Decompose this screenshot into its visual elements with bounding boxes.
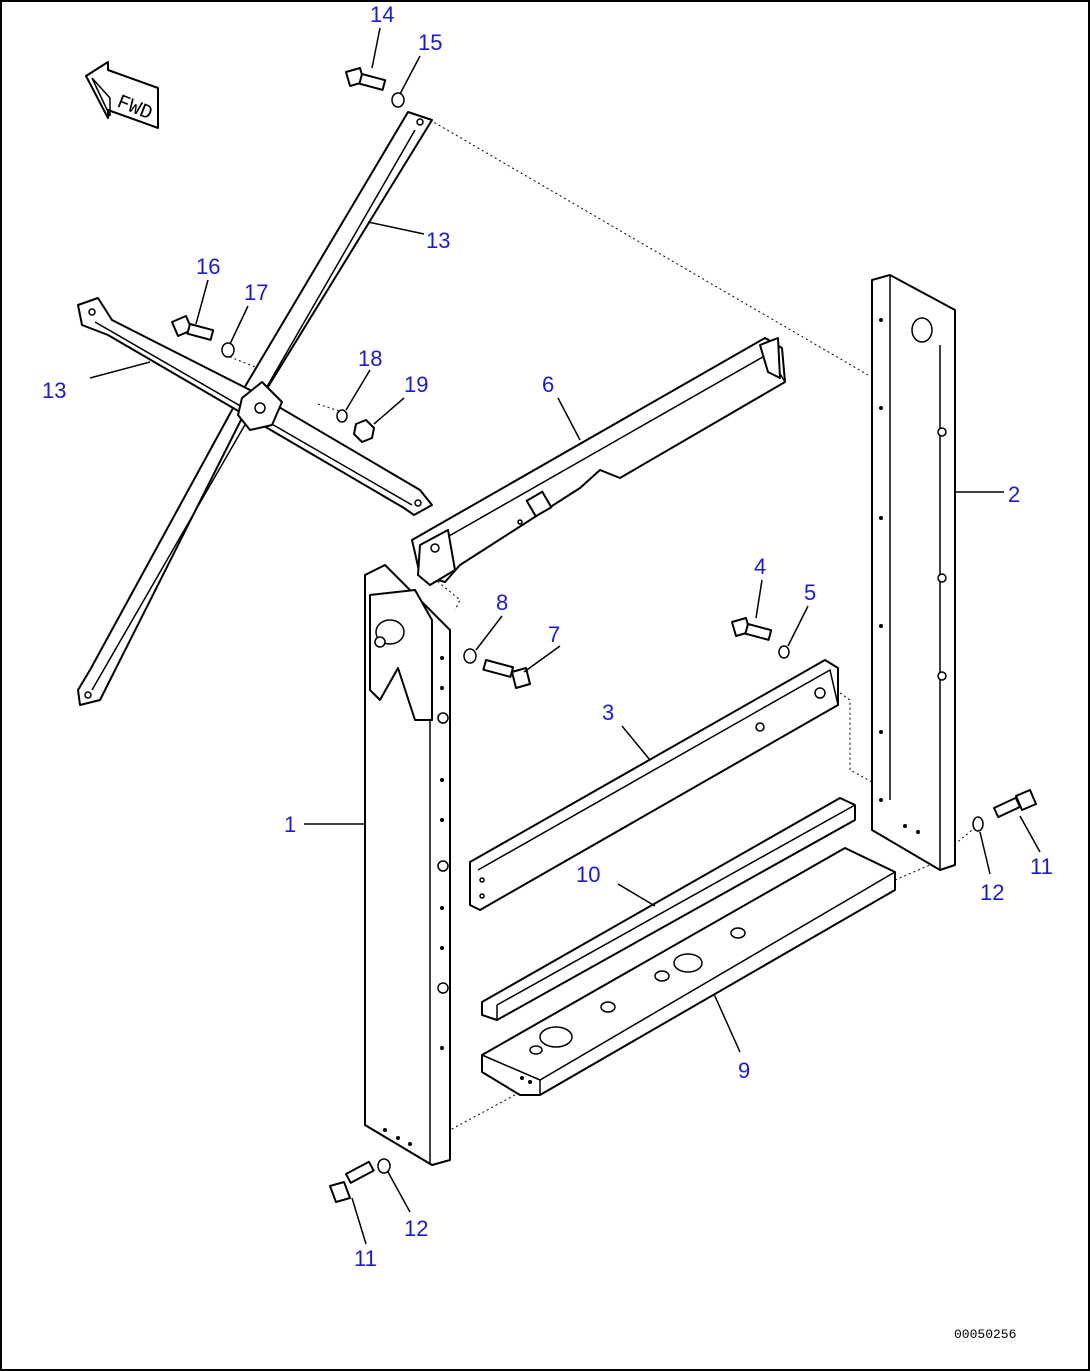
callout-17: 17 [244, 280, 268, 305]
callout-11-left: 11 [354, 1246, 377, 1271]
bolt-16 [171, 315, 215, 341]
right-post [871, 274, 956, 871]
callout-11-right: 11 [1030, 854, 1053, 879]
callout-8: 8 [496, 590, 508, 615]
callout-12-right: 12 [980, 880, 1004, 905]
callout-16: 16 [196, 254, 220, 279]
callout-3: 3 [602, 700, 614, 725]
washer-18 [336, 409, 348, 423]
washer-8 [463, 648, 477, 664]
callout-10: 10 [576, 862, 600, 887]
nut-19 [353, 419, 375, 443]
callout-5: 5 [804, 580, 816, 605]
fwd-arrow-icon: FWD [85, 61, 159, 129]
bolt-11-right [993, 789, 1037, 819]
bolt-4 [731, 617, 773, 641]
callout-9: 9 [738, 1058, 750, 1083]
middle-beam [469, 659, 839, 911]
callout-1: 1 [284, 812, 296, 837]
callout-6: 6 [542, 372, 554, 397]
bolt-7 [482, 658, 531, 689]
callout-2: 2 [1008, 482, 1020, 507]
bottom-channel [481, 847, 896, 1096]
bolt-11-left [329, 1160, 375, 1203]
washer-12-right [972, 816, 984, 832]
washer-12-left [377, 1158, 391, 1174]
bolt-14 [345, 67, 387, 91]
callout-labels: 14 15 13 16 17 13 18 19 6 2 4 5 8 7 3 1 … [42, 2, 1053, 1271]
leader-lines [89, 27, 1041, 1245]
callout-18: 18 [358, 346, 382, 371]
washer-5 [778, 645, 790, 659]
callout-4: 4 [754, 554, 766, 579]
left-post [364, 564, 451, 1166]
callout-15: 15 [418, 30, 442, 55]
square-bar [481, 797, 856, 1021]
callout-14: 14 [370, 2, 394, 27]
top-beam [411, 337, 786, 586]
callout-7: 7 [548, 622, 560, 647]
washer-15 [391, 92, 405, 108]
washer-17 [221, 342, 235, 358]
callout-13-upper: 13 [426, 228, 450, 253]
callout-13-lower: 13 [42, 378, 66, 403]
drawing-code: 00050256 [954, 1327, 1016, 1342]
callout-12-left: 12 [404, 1216, 428, 1241]
callout-19: 19 [404, 372, 428, 397]
